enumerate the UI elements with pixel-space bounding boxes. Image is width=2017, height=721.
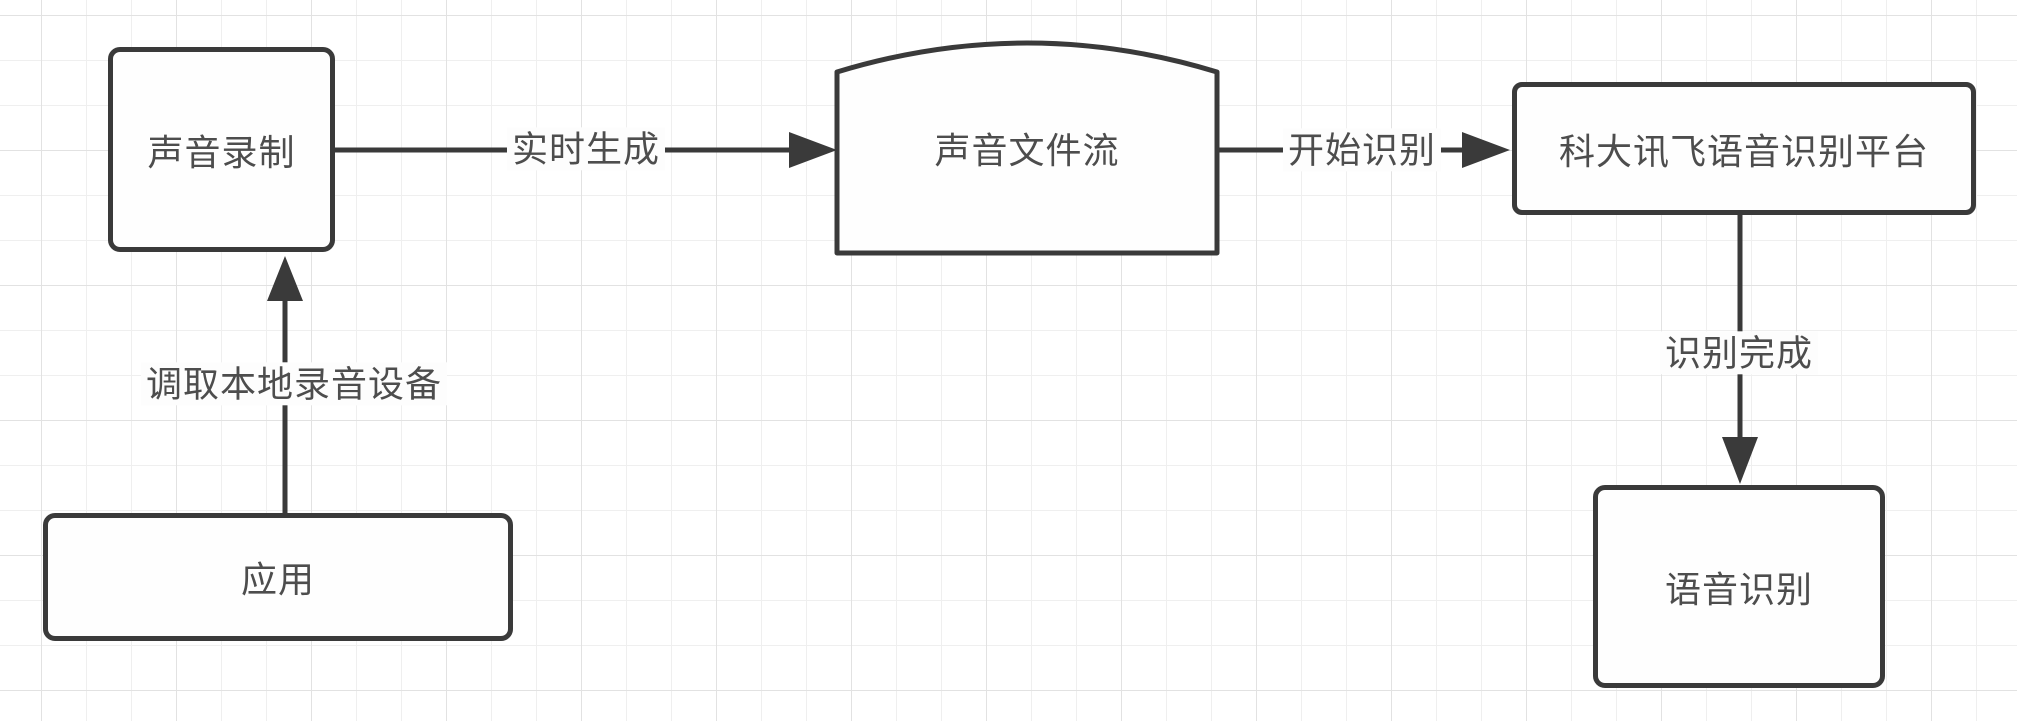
node-iflytek-platform-label: 科大讯飞语音识别平台 bbox=[1558, 130, 1929, 172]
node-sound-recording: 声音录制 bbox=[108, 47, 335, 252]
node-audio-file-stream-label: 声音文件流 bbox=[934, 130, 1120, 171]
edge-realtime-arrowhead-icon bbox=[789, 132, 837, 168]
node-speech-recognition: 语音识别 bbox=[1593, 485, 1885, 688]
node-audio-file-stream: 声音文件流 bbox=[837, 43, 1217, 253]
edge-start-recognition-arrowhead-icon bbox=[1462, 132, 1510, 168]
edge-recognition-done-arrowhead-icon bbox=[1722, 437, 1758, 484]
edge-label-start-recognition: 开始识别 bbox=[1282, 128, 1442, 172]
edge-call-device-arrowhead-icon bbox=[267, 256, 303, 301]
node-speech-recognition-label: 语音识别 bbox=[1664, 568, 1813, 610]
edge-label-call-device: 调取本地录音设备 bbox=[140, 362, 448, 406]
node-audio-file-stream-outline bbox=[834, 40, 1220, 256]
edge-label-recognition-done: 识别完成 bbox=[1659, 331, 1819, 375]
node-sound-recording-label: 声音录制 bbox=[147, 131, 296, 173]
edge-label-realtime: 实时生成 bbox=[506, 127, 666, 171]
node-application-label: 应用 bbox=[240, 559, 315, 600]
node-iflytek-platform: 科大讯飞语音识别平台 bbox=[1512, 82, 1976, 215]
node-application: 应用 bbox=[43, 513, 513, 641]
